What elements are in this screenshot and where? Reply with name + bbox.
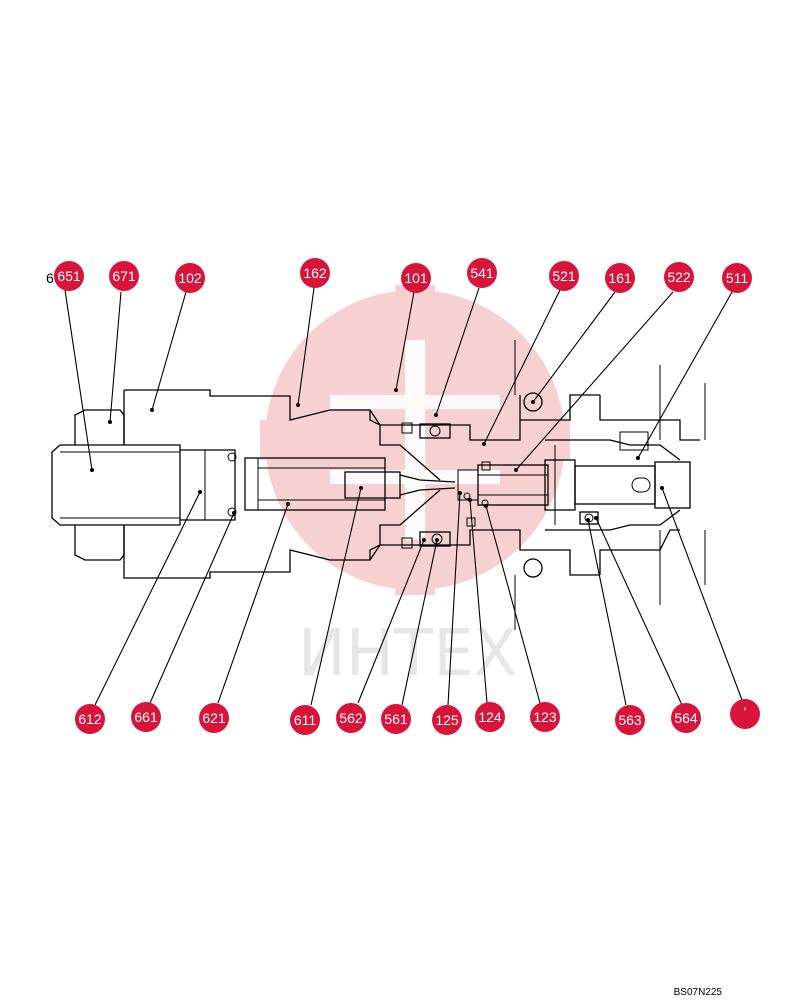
callout-102: 102 [175, 263, 205, 293]
svg-text:': ' [744, 704, 747, 720]
callout-124: 124 [475, 702, 505, 732]
svg-text:611: 611 [294, 712, 317, 728]
svg-text:102: 102 [178, 270, 202, 286]
svg-text:162: 162 [303, 265, 327, 281]
callout-612: 612 [75, 704, 105, 734]
watermark: ИНТЕХ [260, 285, 570, 691]
callout-621: 621 [199, 703, 229, 733]
callout-563: 563 [615, 705, 645, 735]
callout-541: 541 [467, 258, 497, 288]
svg-text:522: 522 [667, 269, 691, 285]
svg-text:511: 511 [726, 270, 749, 286]
valve-drawing [51, 340, 706, 630]
callout-671: 671 [109, 261, 139, 291]
svg-text:612: 612 [78, 711, 102, 727]
callout-125: 125 [432, 705, 462, 735]
callouts-top: 651 671 102 162 101 541 521 161 [54, 258, 752, 293]
svg-text:124: 124 [478, 709, 502, 725]
callout-161: 161 [605, 263, 635, 293]
svg-text:101: 101 [404, 270, 428, 286]
leaders-bottom [94, 487, 743, 706]
stray-glyph: 6 [46, 270, 54, 286]
svg-text:561: 561 [384, 711, 408, 727]
svg-text:541: 541 [470, 265, 494, 281]
leaders-top [64, 287, 733, 471]
callout-123: 123 [530, 702, 560, 732]
svg-text:621: 621 [202, 710, 226, 726]
drawing-code: BS07N225 [673, 987, 722, 998]
callouts-bottom: 612 661 621 611 562 561 125 124 [75, 699, 760, 735]
svg-text:125: 125 [435, 712, 459, 728]
callout-522: 522 [664, 262, 694, 292]
svg-text:563: 563 [618, 712, 642, 728]
svg-text:562: 562 [339, 710, 363, 726]
callout-562: 562 [336, 703, 366, 733]
callout-162: 162 [300, 258, 330, 288]
svg-text:651: 651 [57, 268, 81, 284]
callout-521: 521 [549, 261, 579, 291]
callout-unlabeled: ' [730, 699, 760, 729]
svg-text:521: 521 [552, 268, 576, 284]
svg-text:564: 564 [674, 710, 698, 726]
svg-text:671: 671 [112, 268, 136, 284]
svg-text:161: 161 [608, 270, 632, 286]
callout-101: 101 [401, 263, 431, 293]
callout-611: 611 [290, 705, 320, 735]
svg-text:123: 123 [533, 709, 557, 725]
svg-text:661: 661 [134, 709, 158, 725]
callout-651: 651 [54, 261, 84, 291]
callout-564: 564 [671, 703, 701, 733]
callout-661: 661 [131, 702, 161, 732]
callout-511: 511 [722, 263, 752, 293]
callout-561: 561 [381, 704, 411, 734]
